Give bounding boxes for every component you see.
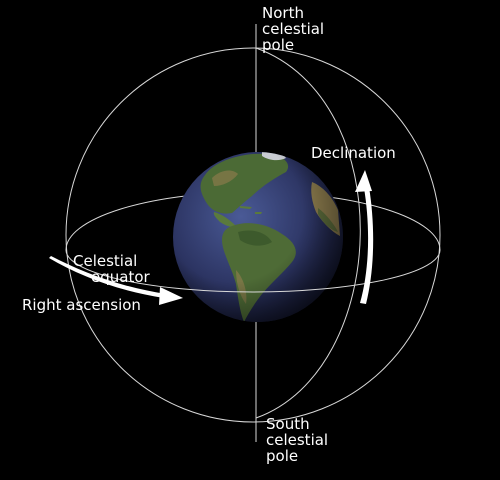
celestial-equator-label: Celestial equator [73,237,173,301]
celestial-equator-label-line2: equator [91,268,150,286]
celestial-sphere-outline [65,47,441,423]
right-ascension-arrow-icon [49,256,183,305]
celestial-meridian [255,47,361,419]
north-celestial-pole-label: North celestial pole [262,4,325,54]
celestial-equator-label-line1: Celestial [73,252,138,270]
right-ascension-label: Right ascension [22,296,141,314]
declination-arrow-icon [355,170,374,304]
south-celestial-pole-label: South celestial pole [266,415,329,465]
earth-icon [173,152,343,322]
celestial-equator-front [65,249,441,293]
declination-label: Declination [311,144,396,162]
